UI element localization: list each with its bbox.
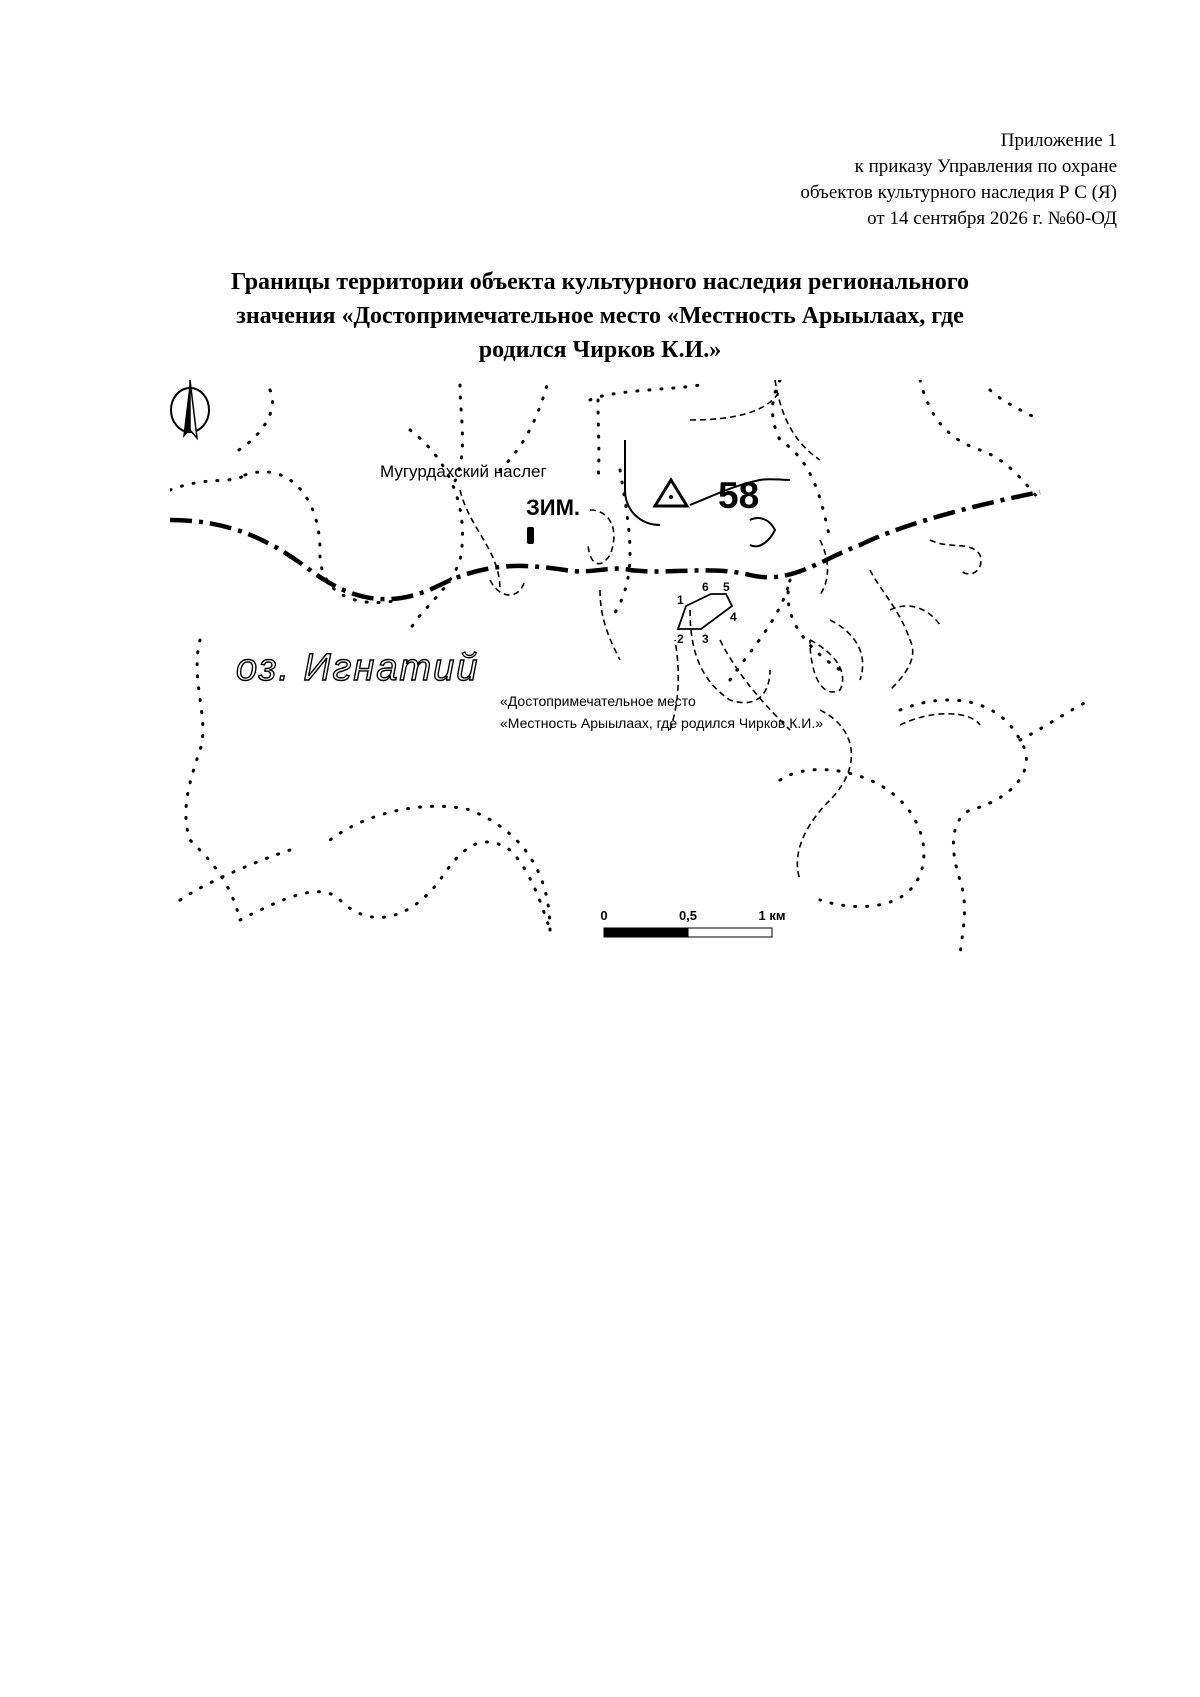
contour-lines [170,380,1092,962]
contour-line [608,468,632,622]
contour-line [228,388,275,457]
triangulation-triangle-icon [652,477,690,508]
contour-line [408,428,465,632]
order-date-number: от 14 сентября 2026 г. №60-ОД [867,208,1117,229]
contour-line [988,388,1042,422]
contour-line [728,578,792,682]
boundary-point-6: 6 [702,580,709,594]
order-reference: к приказу Управления по охране [854,156,1117,177]
contour-line [178,848,292,902]
shore-line [669,639,680,731]
site-label-line-2: «Местность Арыылаах, где родился Чирков … [500,715,823,731]
relief-line [624,440,661,526]
scale-tick-one: 1 км [759,908,786,923]
shore-line [689,389,781,421]
north-arrow-light-half [189,380,199,441]
site-boundary-polygon [676,593,734,630]
north-arrow-dark-half [183,380,190,438]
map-svg: С Мугурдахский наслег ЗИМ. 58 оз. Игнати… [170,380,1092,962]
scale-bar: 0 0,5 1 км [600,908,786,938]
shore-line [929,539,982,575]
settlement-label: Мугурдахский наслег [380,462,547,481]
shore-line [459,489,501,591]
scale-tick-half: 0,5 [679,908,697,923]
contour-line [184,638,242,922]
boundary-point-5: 5 [723,580,730,594]
boundary-point-3: 3 [702,632,709,646]
winter-camp-marker [527,527,534,544]
shore-line [489,579,526,596]
shore-lines [459,380,982,881]
road-line [170,489,1041,602]
contour-line [596,398,601,482]
contour-line [448,383,464,492]
shore-line [899,712,981,726]
appendix-header: Приложение 1 к приказу Управления по охр… [597,128,1117,232]
contour-line [778,768,926,909]
triangulation-dot [669,495,673,499]
title-line-2: значения «Достопримечательное место «Мес… [236,303,964,329]
site-boundary: 1 2 3 4 5 6 [676,580,737,646]
boundary-point-2: 2 [677,632,684,646]
appendix-number: Приложение 1 [1000,130,1117,151]
contour-line [498,380,551,472]
contour-line [1018,698,1092,742]
contour-line [170,473,247,492]
elevation-label: 58 [718,475,759,516]
contour-line [588,383,702,402]
site-label-line-1: «Достопримечательное место [500,693,696,709]
shore-line [819,539,829,596]
shore-line [889,605,941,626]
relief-line [749,517,777,548]
shore-line [869,569,914,691]
winter-camp-label: ЗИМ. [526,495,580,520]
shore-line [599,589,621,661]
boundary-point-4: 4 [730,610,737,624]
shore-line [829,619,864,681]
shore-line [587,509,615,565]
lake-label: оз. Игнатий [236,647,479,689]
elevation-point: 58 [652,475,759,516]
scale-segment-empty [687,927,773,938]
title-line-1: Границы территории объекта культурного н… [230,269,970,295]
north-arrow: С [170,380,210,441]
contour-line [918,380,1042,502]
scale-segment-filled [603,927,689,938]
shore-line [774,380,821,461]
shore-line [719,639,791,731]
document-title: Границы территории объекта культурного н… [160,265,1040,367]
shore-line [809,639,844,693]
contour-line [786,578,842,672]
shore-line [796,709,853,881]
contour-line [243,470,402,605]
title-line-3: родился Чирков К.И.» [478,337,722,363]
contour-line [898,698,1028,962]
issuing-authority: объектов культурного наследия Р С (Я) [800,182,1117,203]
scale-tick-0: 0 [600,908,607,923]
boundary-map: С Мугурдахский наслег ЗИМ. 58 оз. Игнати… [170,380,1120,1000]
boundary-point-1: 1 [677,593,684,607]
contour-line [238,840,552,932]
relief-lines [624,440,791,548]
contour-line [328,804,552,932]
shore-line [689,609,771,704]
relief-line [689,478,791,506]
